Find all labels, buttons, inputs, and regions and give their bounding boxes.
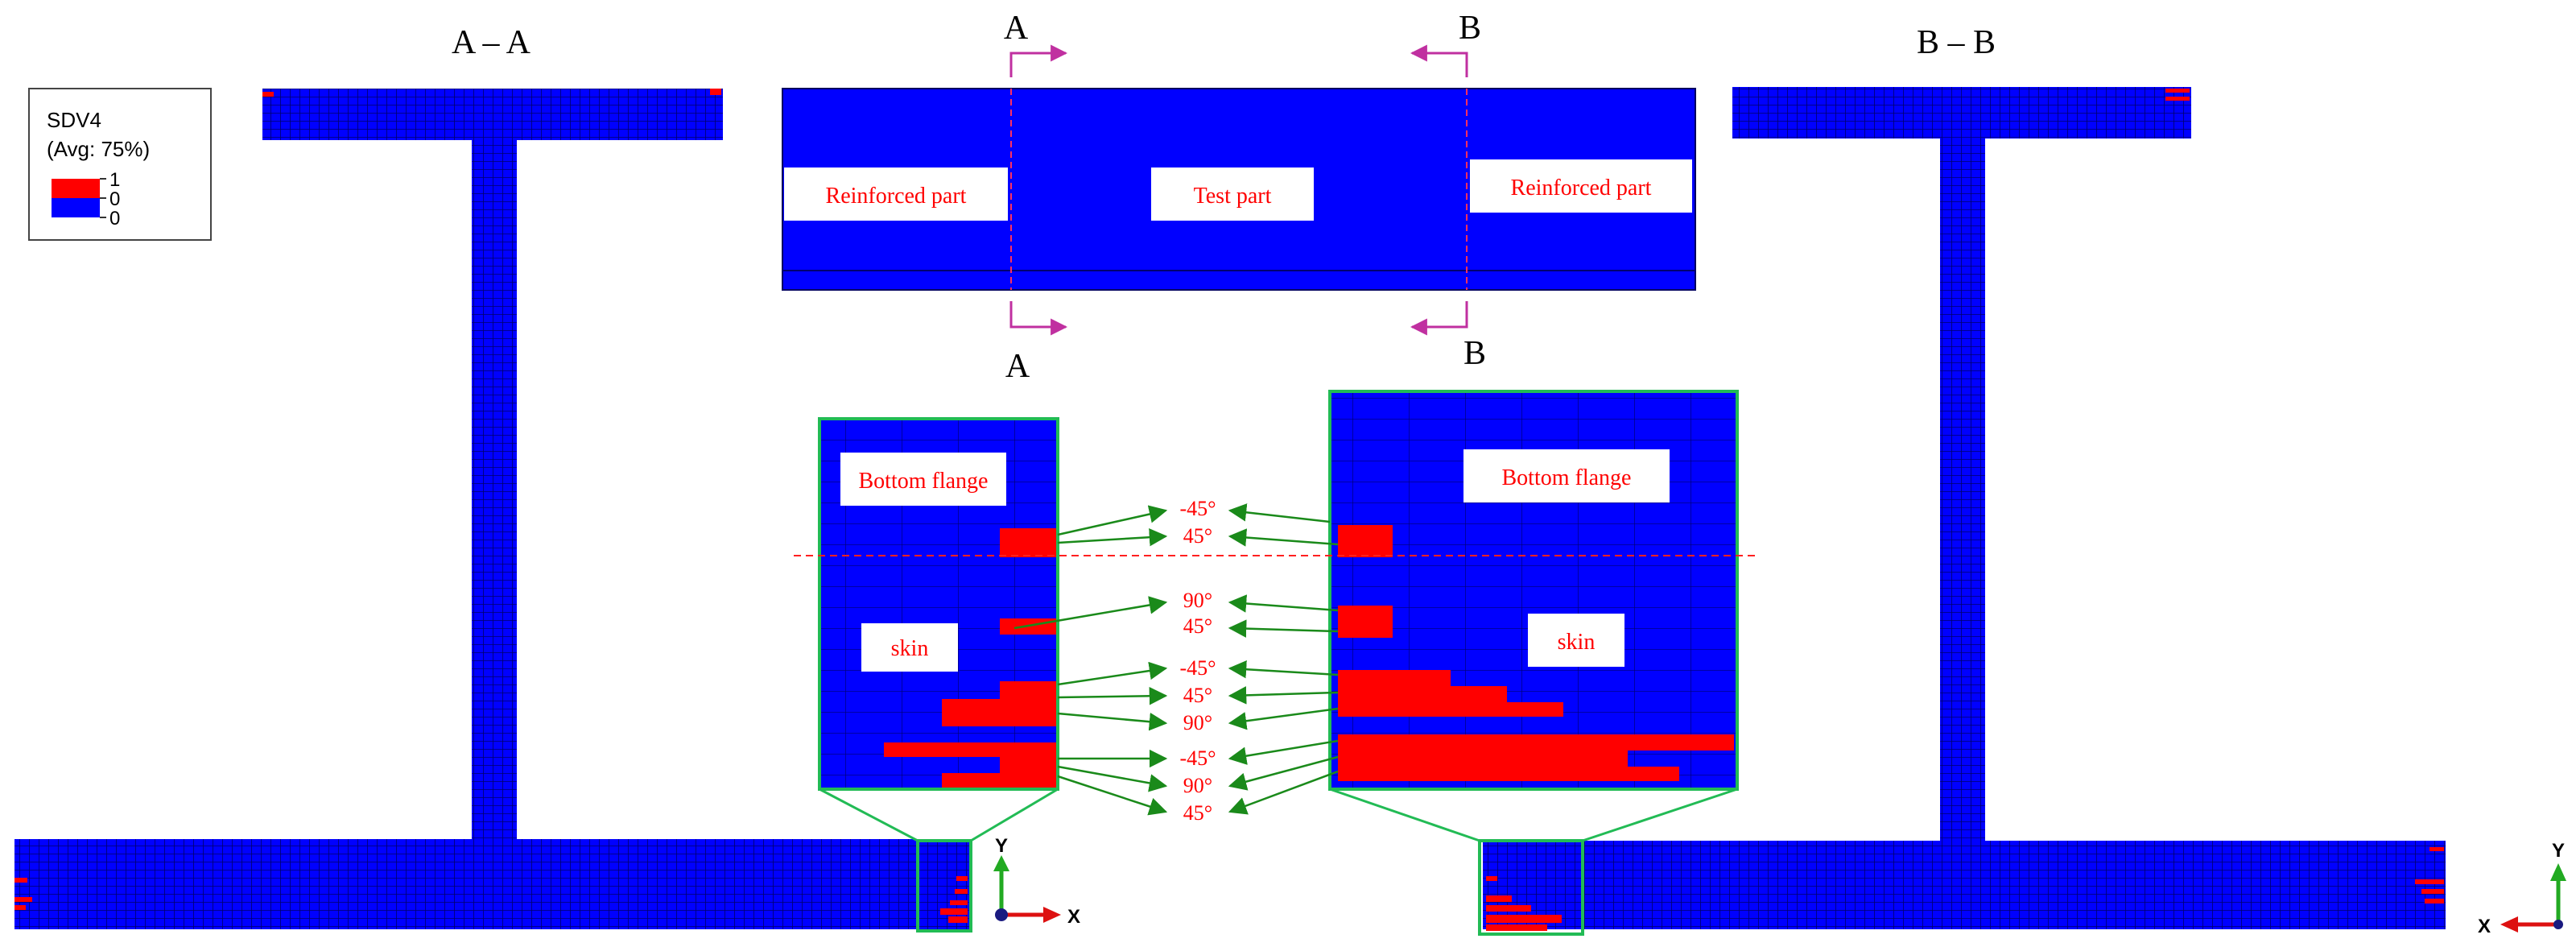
ply-angle-6: 45° [1183,684,1212,707]
left-flange-label: Bottom flange [859,469,989,494]
cut-a-bottom-arrow [1009,301,1068,336]
legend-subtitle: (Avg: 75%) [47,137,150,161]
section-b-b-title: B – B [1917,24,1996,61]
cut-b-bottom-arrow [1410,301,1468,336]
triad-right-x: X [2478,916,2491,937]
label-reinforced-left-text: Reinforced part [826,184,967,209]
ply-angle-10: 45° [1183,801,1212,825]
ply-angle-8: -45° [1179,746,1216,770]
label-test-part-text: Test part [1194,184,1272,209]
triad-right: Y X [2478,840,2566,937]
ply-angle-2: 45° [1183,524,1212,548]
left-skin-label: skin [891,636,929,661]
right-skin-label: skin [1558,630,1596,655]
legend-swatch-intact [52,198,100,217]
section-a-a-title: A – A [452,24,531,61]
ply-angle-9: 90° [1183,774,1212,797]
zoom-panel-left: Bottom flange skin [818,417,1059,842]
cut-b-top-arrow [1410,44,1468,77]
label-test-part [1151,167,1314,221]
cut-b-bottom-label: B [1463,335,1486,372]
cut-a-top-label: A [1004,10,1029,47]
legend-label-3: 0 [109,208,120,230]
section-a-a: A – A [14,24,972,933]
ply-angle-7: 90° [1183,711,1212,734]
cut-a-top-arrow [1009,44,1068,77]
triad-left-x: X [1067,906,1080,928]
cut-a-bottom-label: A [1005,348,1030,385]
cut-markers: A A B B [1004,10,1486,385]
section-b-b: B – B [1478,24,2446,936]
specimen-top-view: Reinforced part Test part Reinforced par… [782,88,1696,291]
legend-title: SDV4 [47,108,101,132]
right-flange-label: Bottom flange [1502,465,1632,490]
zoom-panel-right: Bottom flange skin [1328,390,1739,842]
legend-swatch-damage [52,179,100,198]
ply-angle-5: -45° [1179,656,1216,680]
zoom-frame-right [1328,390,1739,791]
label-reinforced-left [784,167,1008,221]
ply-angle-3: 90° [1183,589,1212,612]
zoom-source-b [1478,839,1584,936]
legend-label-1: 1 [109,169,120,191]
label-reinforced-right-text: Reinforced part [1511,176,1652,201]
label-reinforced-right [1470,159,1692,213]
legend-label-2: 0 [109,188,120,210]
triad-left-y: Y [995,835,1008,857]
zoom-source-a [916,839,972,933]
zoom-frame-left [818,417,1059,791]
ply-angle-1: -45° [1179,497,1216,520]
cut-b-top-label: B [1459,10,1481,47]
ply-angle-4: 45° [1183,614,1212,638]
ply-angles: -45° 45° 90° 45° -45° 45° 90° -45° 90° 4… [1013,497,1339,825]
triad-left: Y X [993,835,1080,928]
legend-box: SDV4 (Avg: 75%) 1 0 0 [28,88,212,241]
triad-right-y: Y [2552,840,2565,862]
